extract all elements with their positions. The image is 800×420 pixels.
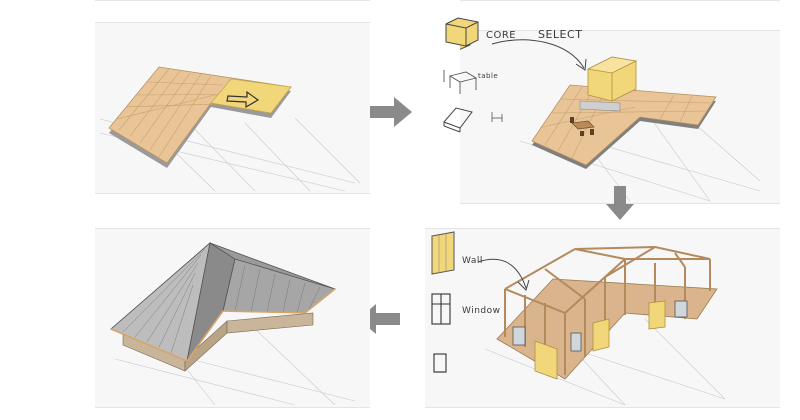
label-wall: Wall: [462, 256, 483, 266]
label-select: SELECT: [538, 28, 583, 41]
core-block-icon: [445, 17, 479, 47]
bed-icon: [491, 112, 503, 122]
label-core: CORE: [486, 30, 517, 41]
wall-panel-yellow: [648, 300, 666, 330]
step-panel-roof: [95, 228, 370, 408]
slab-icon: [443, 107, 473, 133]
flow-arrow-down: [606, 186, 634, 220]
top-divider-right: [460, 0, 780, 1]
dining-table: [570, 117, 595, 136]
flow-arrow-right: [370, 97, 412, 127]
window-frames: [512, 300, 688, 352]
core-sketch-icons: [443, 17, 503, 133]
roof-drawing: [110, 241, 356, 406]
top-divider-left: [95, 0, 370, 1]
roof-seams: [122, 248, 321, 354]
window-icon: [431, 293, 451, 325]
eave-trim: [110, 288, 336, 362]
layout-floor-plan: [99, 66, 361, 192]
roof-plane-east: [222, 258, 336, 314]
label-table: table: [478, 72, 499, 80]
select-arrow-icon: [491, 39, 587, 71]
step-panel-framing: [425, 228, 780, 408]
wall-select-arrow-icon: [477, 258, 527, 289]
core-placement-drawing: [460, 31, 761, 202]
label-window: Window: [462, 306, 501, 316]
kitchen-counter: [579, 100, 621, 112]
wall-panel-icon: [431, 231, 455, 275]
door-icon: [433, 353, 447, 373]
step-panel-layout: [95, 22, 370, 194]
move-arrow-icon: [226, 90, 260, 109]
furniture-table-icon: [443, 70, 478, 94]
wall-panel-yellow: [592, 318, 610, 352]
core-block-3d: [586, 56, 638, 102]
framing-drawing: [484, 246, 726, 406]
framing-sketch-icons: [431, 231, 530, 373]
floor-tile-lines: [541, 86, 711, 159]
step-panel-core: [460, 30, 780, 204]
wall-panel-yellow: [534, 340, 558, 380]
selected-module: [210, 78, 292, 114]
floor-tiles: [531, 84, 717, 166]
wall-base: [226, 312, 314, 334]
